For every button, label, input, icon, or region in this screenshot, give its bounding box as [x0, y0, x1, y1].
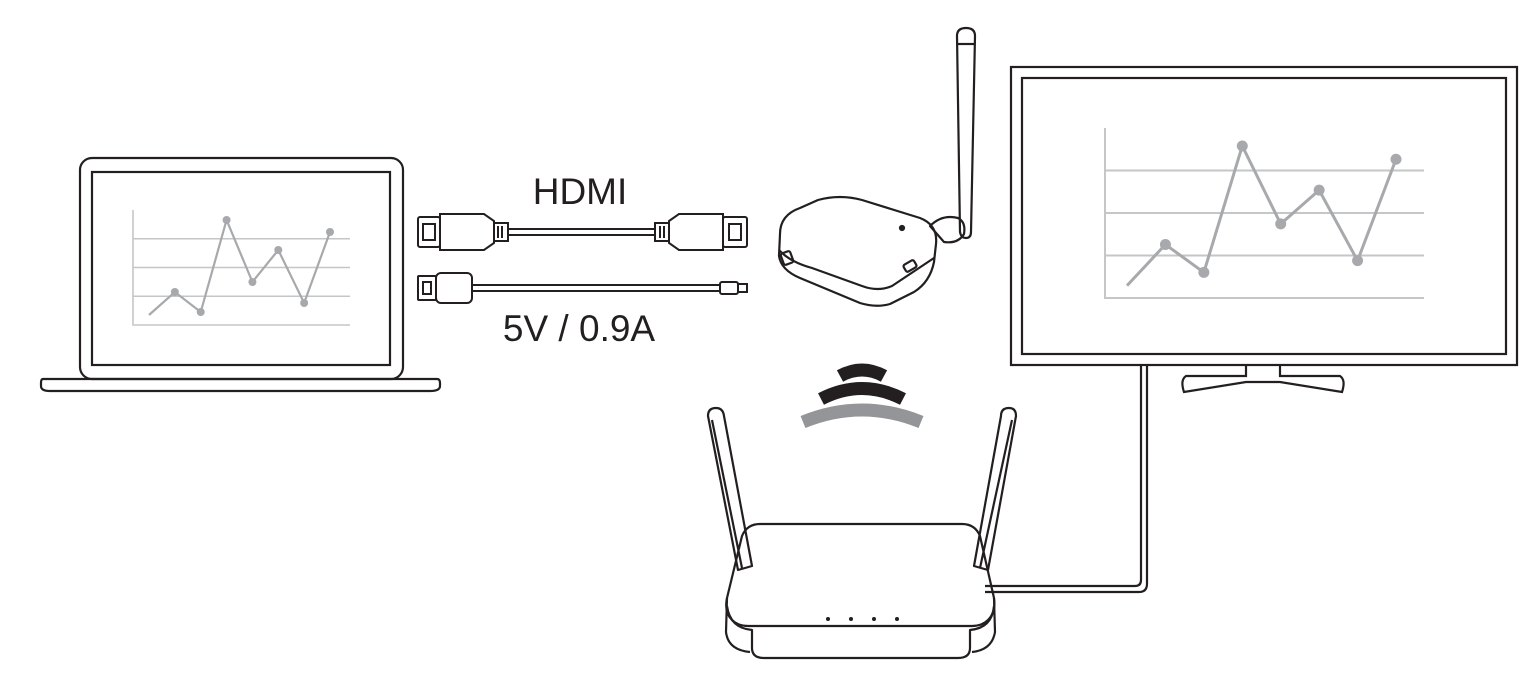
tv-chart-data-point	[1236, 140, 1248, 152]
router-body	[725, 522, 996, 628]
tv-chart-data-point	[1390, 153, 1402, 165]
tv-chart-axes	[1104, 128, 1424, 299]
laptop-chart-axes	[132, 210, 350, 326]
tv-chart-series-line	[1125, 141, 1398, 287]
laptop-chart-data-point	[222, 216, 231, 224]
signal-arc-2	[818, 382, 906, 405]
signal-arc-1	[836, 363, 888, 382]
laptop-chart-data-point	[274, 246, 283, 254]
signal-arc-3	[800, 403, 924, 429]
dongle-port-right	[902, 259, 918, 273]
tv-chart-data-point	[1159, 238, 1171, 250]
laptop-lid	[78, 156, 405, 381]
router-antenna-right	[972, 406, 1018, 572]
hdmi-plug-left-tip	[417, 216, 441, 248]
tv-chart-data-point	[1198, 266, 1210, 278]
router-status-leds	[826, 617, 899, 621]
laptop-screen	[90, 170, 392, 367]
tv-chart-data-point	[1352, 255, 1364, 267]
wifi-signal-icon	[800, 363, 924, 429]
dongle-port-left	[779, 250, 795, 266]
dongle-body	[777, 195, 938, 307]
laptop-chart-data-point	[248, 278, 257, 286]
tv-frame	[1009, 65, 1519, 367]
dongle-antenna	[955, 26, 977, 240]
laptop-chart-data-point	[300, 299, 309, 307]
wireless-dongle	[777, 26, 977, 307]
hdmi-plug-left-body	[439, 213, 495, 251]
power-label: 5V / 0.9A	[503, 308, 656, 349]
tv-router-cable	[985, 365, 1143, 588]
hdmi-cable	[417, 213, 748, 251]
dongle-led	[898, 224, 906, 232]
laptop-chart-data-point	[326, 228, 334, 236]
laptop-chart-data-point	[196, 308, 205, 316]
tv-chart-data-point	[1313, 184, 1325, 196]
laptop-chart-data-point	[170, 288, 179, 296]
usb-power-cable	[417, 272, 748, 304]
tv-stand	[1181, 365, 1345, 394]
micro-usb-plug	[719, 281, 739, 295]
tv-line-chart	[1104, 128, 1424, 299]
usb-plug-body	[435, 272, 473, 304]
router	[706, 406, 1018, 660]
tv-chart-data-point	[1275, 218, 1287, 230]
hdmi-label: HDMI	[533, 171, 628, 212]
laptop	[39, 156, 442, 393]
hdmi-plug-right-body	[668, 213, 724, 251]
usb-plug-tip	[417, 275, 437, 301]
hdmi-plug-right-tip	[722, 216, 748, 248]
laptop-chart-series-line	[148, 216, 332, 316]
tv-screen	[1020, 76, 1508, 356]
laptop-line-chart	[132, 210, 350, 326]
laptop-base	[39, 377, 442, 393]
router-antenna-left	[706, 406, 754, 572]
tv	[985, 65, 1519, 594]
